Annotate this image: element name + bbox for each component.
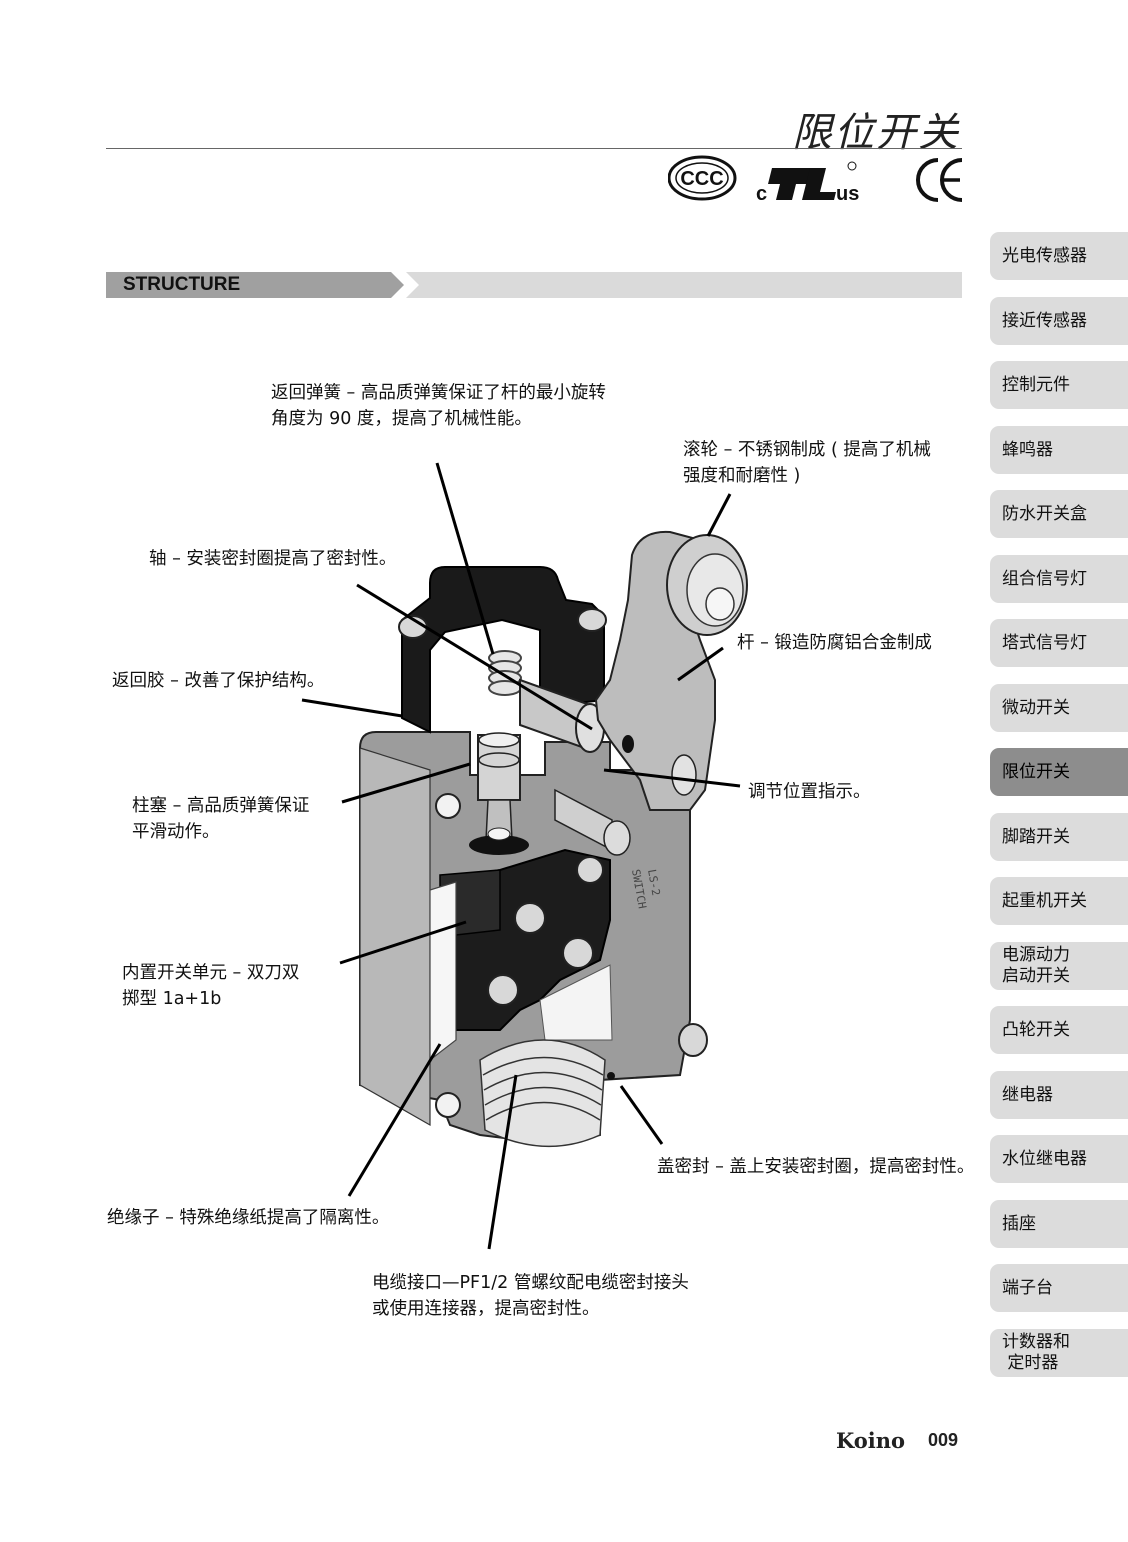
sidebar-item-terminal-block[interactable]: 端子台 bbox=[990, 1264, 1128, 1312]
structure-banner bbox=[106, 272, 962, 298]
sidebar-item-waterproof-box[interactable]: 防水开关盒 bbox=[990, 490, 1128, 538]
sidebar-item-foot-switch[interactable]: 脚踏开关 bbox=[990, 813, 1128, 861]
ce-mark-icon bbox=[916, 158, 963, 202]
page-number: 009 bbox=[928, 1430, 959, 1450]
callout-switch-unit: 内置开关单元 – 双刀双 掷型 1a+1b bbox=[122, 963, 300, 1009]
callout-lever: 杆 – 锻造防腐铝合金制成 bbox=[737, 633, 932, 653]
callout-return-spring: 返回弹簧 – 高品质弹簧保证了杆的最小旋转 角度为 90 度，提高了机械性能。 bbox=[271, 383, 606, 429]
sidebar-item-counter-timer[interactable]: 计数器和 定时器 bbox=[990, 1329, 1128, 1377]
sidebar-item-limit-switch[interactable]: 限位开关 bbox=[990, 748, 1128, 796]
ccc-text: CCC bbox=[680, 168, 723, 190]
title-divider bbox=[106, 148, 962, 149]
svg-text:LS-2: LS-2 bbox=[645, 868, 662, 896]
callout-insulator: 绝缘子 – 特殊绝缘纸提高了隔离性。 bbox=[107, 1208, 390, 1228]
sidebar-item-proximity-sensor[interactable]: 接近传感器 bbox=[990, 297, 1128, 345]
callout-cable-port: 电缆接口—PF1/2 管螺纹配电缆密封接头 或使用连接器，提高密封性。 bbox=[372, 1273, 689, 1319]
sidebar-item-combination-light[interactable]: 组合信号灯 bbox=[990, 555, 1128, 603]
brand-logo: Koino bbox=[836, 1428, 906, 1453]
ul-c-text: c bbox=[756, 183, 767, 205]
ccc-mark-icon: CCC bbox=[668, 155, 737, 201]
sidebar-item-tower-light[interactable]: 塔式信号灯 bbox=[990, 619, 1128, 667]
certification-marks: CCC c us bbox=[668, 155, 963, 205]
callout-adjust-indicator: 调节位置指示。 bbox=[748, 782, 871, 802]
ul-mark-icon: c us bbox=[756, 161, 859, 205]
sidebar-item-buzzer[interactable]: 蜂鸣器 bbox=[990, 426, 1128, 474]
callout-cover-seal: 盖密封 – 盖上安装密封圈，提高密封性。 bbox=[657, 1157, 975, 1177]
section-label: STRUCTURE bbox=[123, 274, 241, 295]
ul-us-text: us bbox=[836, 183, 859, 205]
sidebar-item-micro-switch[interactable]: 微动开关 bbox=[990, 684, 1128, 732]
sidebar-item-photoelectric-sensor[interactable]: 光电传感器 bbox=[990, 232, 1128, 280]
sidebar-item-socket[interactable]: 插座 bbox=[990, 1200, 1128, 1248]
sidebar-item-crane-switch[interactable]: 起重机开关 bbox=[990, 877, 1128, 925]
callout-shaft: 轴 – 安装密封圈提高了密封性。 bbox=[149, 549, 397, 569]
callout-return-rubber: 返回胶 – 改善了保护结构。 bbox=[112, 671, 325, 691]
sidebar-item-cam-switch[interactable]: 凸轮开关 bbox=[990, 1006, 1128, 1054]
callout-roller: 滚轮 – 不锈钢制成 ( 提高了机械 强度和耐磨性 ) bbox=[683, 440, 931, 486]
sidebar-item-power-start-switch[interactable]: 电源动力 启动开关 bbox=[990, 942, 1128, 990]
sidebar-item-relay[interactable]: 继电器 bbox=[990, 1071, 1128, 1119]
callout-plunger: 柱塞 – 高品质弹簧保证 平滑动作。 bbox=[132, 796, 310, 842]
sidebar-item-water-level-relay[interactable]: 水位继电器 bbox=[990, 1135, 1128, 1183]
sidebar-item-control-element[interactable]: 控制元件 bbox=[990, 361, 1128, 409]
